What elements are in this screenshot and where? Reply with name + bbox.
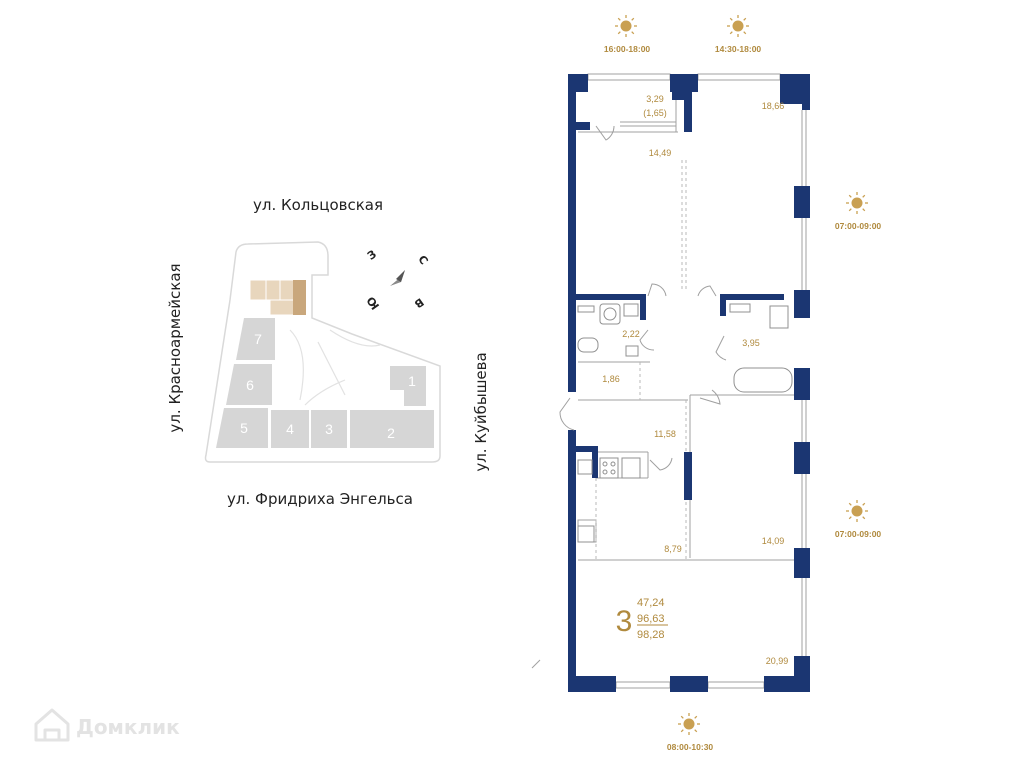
apartment-summary: 3 47,24 96,63 98,28 [616,597,668,641]
rooms-count: 3 [616,605,633,638]
site-building-1: 1 [408,373,416,389]
area-kitchen: 8,79 [664,544,682,554]
sun-icon [846,192,868,214]
sun-time-right-upper: 07:00-09:00 [835,221,882,231]
site-building-3-shape [311,410,347,448]
site-building-2-shape [350,410,434,448]
area-bathroom-right: 3,95 [742,338,760,348]
site-building-7: 7 [254,331,262,347]
sun-time-right-lower: 07:00-09:00 [835,529,882,539]
sun-right-upper: 07:00-09:00 [835,192,882,231]
compass-west: З [365,247,379,262]
site-building-4: 4 [286,421,294,437]
area-balcony-reduced: (1,65) [643,108,667,118]
house-logo-icon [34,708,70,742]
apartment-plan: 3,29 (1,65) 18,66 14,49 2,22 3,95 1,86 1… [531,73,810,692]
total-area-with-balcony: 98,28 [637,629,665,641]
street-label-east: ул. Куйбышева [472,352,490,471]
site-building-3: 3 [325,421,333,437]
site-building-5: 5 [240,420,248,436]
area-bedroom-top-right: 18,66 [762,101,785,111]
living-area: 47,24 [637,597,665,609]
compass: З С Ю В [364,247,430,312]
sun-right-lower: 07:00-09:00 [835,500,882,539]
site-building-6: 6 [246,377,254,393]
compass-east: В [412,295,426,310]
sun-time-bottom: 08:00-10:30 [667,742,714,752]
watermark-text: Домклик [76,715,180,739]
sun-time-top-left: 16:00-18:00 [604,44,651,54]
area-bedroom-top-left: 14,49 [649,148,672,158]
area-hall-small: 1,86 [602,374,620,384]
site-building-1-shape [390,366,426,406]
site-building-7-shape [236,318,275,360]
total-area: 96,63 [637,613,665,625]
street-label-south: ул. Фридриха Энгельса [227,490,413,508]
compass-south: Ю [364,294,382,312]
site-outline [204,241,441,463]
street-label-north: ул. Кольцовская [253,196,383,214]
site-building-4-shape [271,410,309,448]
sun-top-right: 14:30-18:00 [715,15,762,54]
area-bathroom-left: 2,22 [622,329,640,339]
site-building-5-shape [216,408,268,448]
compass-north: С [415,253,430,267]
sun-icon [727,15,749,37]
area-bedroom-middle-right: 14,09 [762,536,785,546]
watermark: Домклик [34,708,180,742]
sun-icon [678,713,700,735]
street-label-west: ул. Красноармейская [166,263,184,432]
selected-building [249,279,307,316]
area-balcony: 3,29 [646,94,664,104]
area-living: 20,99 [766,656,789,666]
site-map: ул. Кольцовская ул. Фридриха Энгельса ул… [166,196,490,508]
area-hall: 11,58 [654,429,676,439]
sun-bottom: 08:00-10:30 [667,713,714,752]
site-building-2: 2 [387,425,395,441]
sun-icon [846,500,868,522]
sun-time-top-right: 14:30-18:00 [715,44,762,54]
sun-top-left: 16:00-18:00 [604,15,651,54]
site-inner-paths [289,329,381,406]
site-building-6-shape [226,364,272,405]
sun-icon [615,15,637,37]
